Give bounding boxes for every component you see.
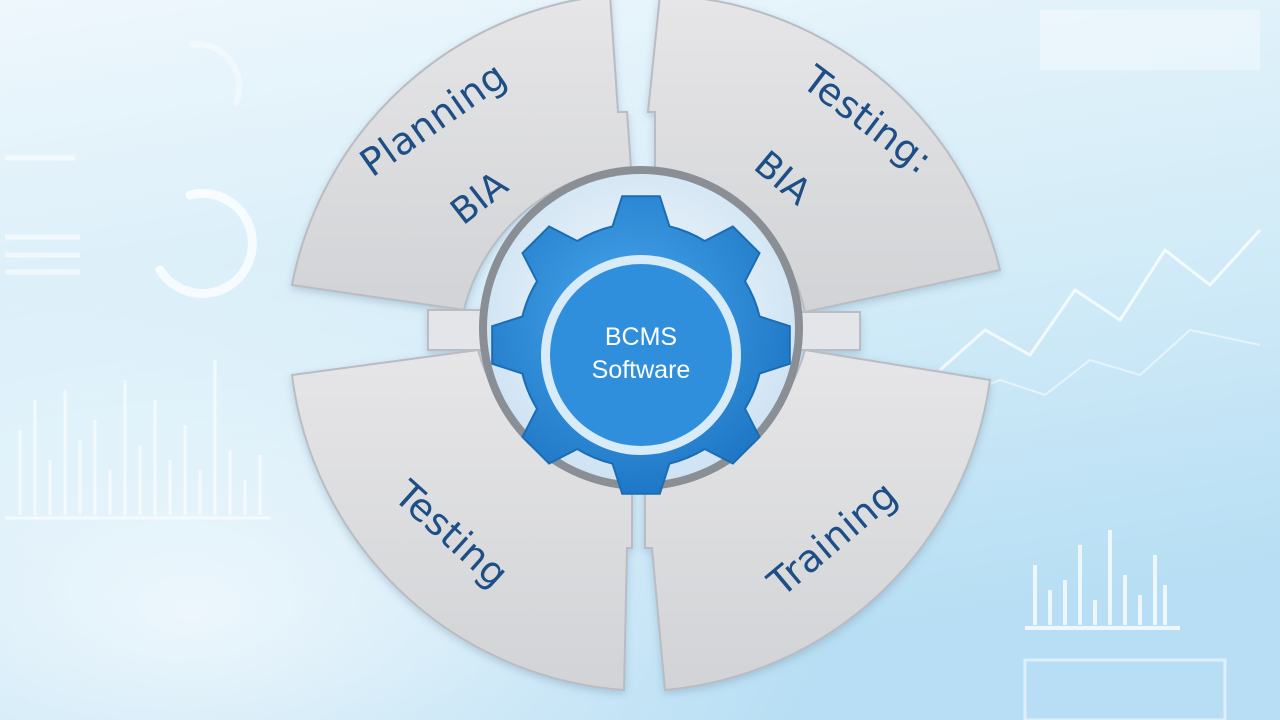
hub: BCMS Software <box>479 166 803 495</box>
decor-right <box>939 10 1262 720</box>
connector-right <box>799 311 861 351</box>
decor-left <box>5 41 270 520</box>
ring-chart-icon <box>155 188 257 298</box>
gear-inner-disc <box>550 264 732 446</box>
bar-chart-icon <box>1025 530 1180 630</box>
line-chart-icon <box>949 328 1261 401</box>
line-chart-icon <box>939 228 1262 372</box>
hub-label-line1: BCMS <box>605 323 677 351</box>
list-lines <box>5 155 80 275</box>
hub-label-line2: Software <box>592 356 691 384</box>
connector-left <box>427 309 489 351</box>
bar-chart-icon <box>5 360 270 520</box>
segments <box>290 0 1002 692</box>
ring-chart-icon <box>189 41 243 107</box>
